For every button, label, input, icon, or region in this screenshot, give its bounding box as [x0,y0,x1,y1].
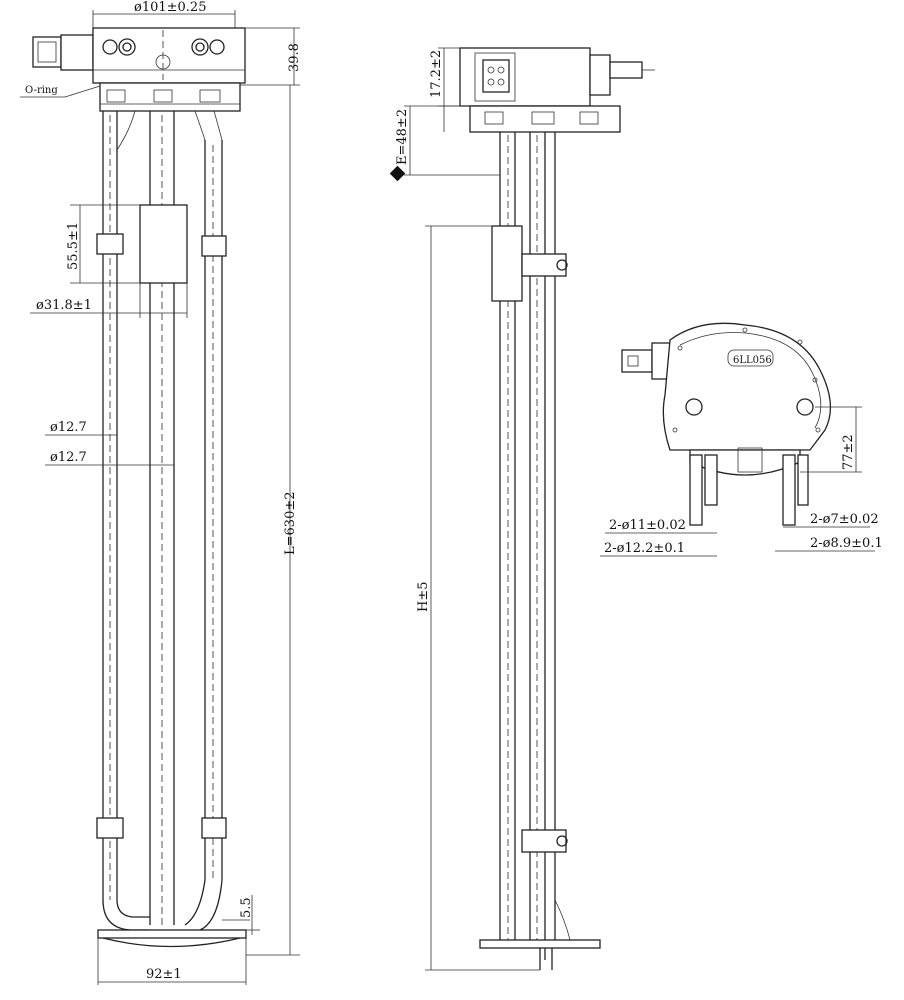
outlet-pipe [609,61,643,79]
dim-large-port-od: 2-ø11±0.02 [609,518,686,533]
front-view: ø101±0.25 39.8 O-ring 55.5±1 ø31.8±1 ø12… [20,0,302,985]
dim-bottom-width: 92±1 [146,967,182,982]
dim-flange-offset: E=48±2 [395,109,410,165]
small-port [782,454,796,526]
dim-tube-diameter-1: ø12.7 [50,420,87,435]
mounting-flange [99,82,241,112]
dim-total-length: L=630±2 [283,491,298,555]
mounting-flange-side [469,105,621,133]
dim-height: H±5 [416,581,431,612]
sender-head-side [459,47,591,107]
large-port [689,454,703,526]
dim-small-port-od: 2-ø7±0.02 [810,512,879,527]
side-view: 17.2±2 E=48±2 H±5 [389,47,655,971]
dim-small-port-od2: 2-ø8.9±0.1 [810,536,883,551]
tube-clip [96,233,124,255]
dim-bottom-gap: 5.5 [239,897,254,918]
sender-head [92,27,246,84]
dim-large-port-od2: 2-ø12.2±0.1 [604,541,685,556]
bottom-plate-side [479,939,601,949]
part-number: 6LL056 [733,355,772,366]
connector-top [621,349,653,373]
float-side [491,225,523,302]
top-flange [662,322,832,451]
oring-label: O-ring [25,85,58,96]
datum-marker [389,165,406,182]
tube-clip-side [521,253,567,277]
top-view: 6LL056 77±2 2-ø11±0.02 2-ø12.2±0.1 2-ø7±… [600,322,883,557]
dim-port-offset: 77±2 [841,434,856,470]
dim-head-height: 39.8 [287,43,302,72]
dim-float-diameter: ø31.8±1 [36,298,92,313]
float [139,204,188,284]
dim-float-height: 55.5±1 [66,222,81,270]
bottom-filter [97,929,247,939]
dim-tube-diameter-2: ø12.7 [50,450,87,465]
electrical-connector [32,36,62,68]
connector-port [482,59,510,93]
dim-head-height-side: 17.2±2 [429,50,444,98]
dim-head-diameter: ø101±0.25 [134,0,206,15]
